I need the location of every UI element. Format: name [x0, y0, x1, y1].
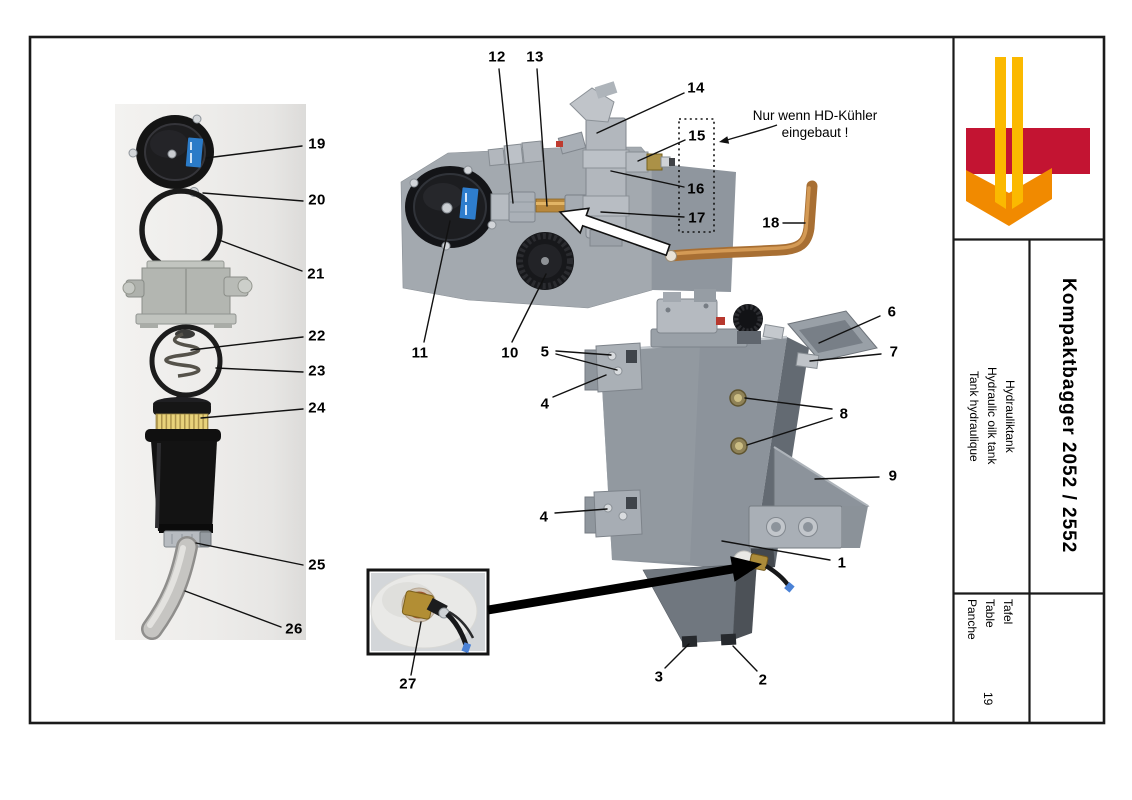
annotation-arrow	[719, 124, 778, 144]
spring-photo	[164, 329, 201, 378]
leader-line-8	[744, 397, 833, 410]
leader-line-27	[410, 621, 422, 676]
subject-line-de: Hydrauliktank	[1003, 379, 1017, 453]
leader-line-13	[536, 68, 548, 207]
leader-line-5	[555, 350, 612, 356]
subject-line-fr: Tank hydraulique	[967, 370, 981, 462]
leader-line-4	[554, 508, 608, 514]
photo-filter-exploded	[115, 104, 306, 640]
leader-line-16	[610, 170, 685, 188]
brand-logo	[966, 57, 1090, 226]
filter-housing-photo	[122, 260, 253, 328]
sheet-word-fr: Panche	[965, 599, 979, 640]
titleblock-sheet-number: 19	[981, 692, 995, 706]
page-frame	[28, 35, 1106, 725]
leader-line-7	[809, 353, 882, 362]
leader-line-8	[746, 417, 833, 446]
magnify-arrow	[487, 556, 762, 615]
hd-cooler-note-line1: Nur wenn HD-Kühler	[752, 108, 878, 123]
leader-line-11	[423, 220, 451, 343]
leader-line-14	[596, 92, 685, 134]
leader-line-9	[814, 476, 880, 480]
white-arrow	[558, 207, 671, 257]
bracket-upper	[584, 342, 643, 393]
hd-cooler-note: Nur wenn HD-Kühler eingebaut !	[753, 107, 878, 141]
leader-line-2	[732, 645, 758, 672]
tank-foot-3	[681, 635, 698, 648]
leader-line-15	[637, 139, 686, 162]
photo-valve-assembly	[400, 81, 818, 309]
hd-cooler-dotted-box	[678, 118, 715, 233]
leader-line-19	[205, 145, 303, 159]
leader-line-4	[552, 374, 607, 398]
leader-line-6	[818, 315, 881, 344]
funnel-bracket-6	[787, 310, 878, 370]
subject-line-en: Hydraulic oilk tank	[985, 367, 999, 465]
inset-sensor-detail	[366, 568, 490, 656]
photo-tank	[584, 289, 878, 648]
filter-element-photo	[145, 396, 221, 533]
tank-top-assembly	[650, 289, 785, 348]
leader-line-24	[200, 408, 304, 419]
leader-line-17	[600, 211, 685, 218]
leader-line-20	[202, 192, 304, 202]
leader-line-5	[555, 353, 618, 371]
leader-line-3	[664, 643, 690, 669]
leader-line-25	[195, 542, 304, 566]
leader-line-10	[511, 273, 547, 343]
suction-hose-photo	[141, 536, 198, 640]
bracket-lower	[584, 489, 643, 538]
valve-manifold	[487, 81, 675, 247]
leader-line-26	[184, 590, 282, 628]
hd-cooler-note-line2: eingebaut !	[781, 125, 849, 140]
o-ring-23	[149, 324, 223, 398]
copper-pipe-18	[665, 180, 818, 262]
titleblock-product-title: Kompaktbagger 2052 / 2552	[1058, 278, 1079, 554]
sheet-word-en: Table	[983, 599, 997, 628]
leader-lines	[184, 68, 882, 676]
side-bracket-9	[748, 446, 870, 549]
sight-plugs-8	[729, 389, 748, 455]
leader-line-1	[721, 540, 831, 561]
leader-line-21	[218, 239, 303, 272]
tank-foot-2	[720, 633, 737, 646]
leader-line-12	[498, 68, 514, 204]
titleblock-subject: Hydrauliktank Hydraulic oilk tank Tank h…	[955, 240, 1029, 592]
breather-cap-photo	[128, 114, 214, 197]
leader-line-23	[215, 367, 304, 373]
leader-line-22	[190, 336, 304, 351]
breather-cap-11	[405, 165, 497, 251]
sheet-word-de: Tafel	[1001, 599, 1015, 625]
titleblock-sheet-word: Tafel Table Panche	[955, 597, 1029, 717]
filler-cap-10	[516, 232, 574, 290]
